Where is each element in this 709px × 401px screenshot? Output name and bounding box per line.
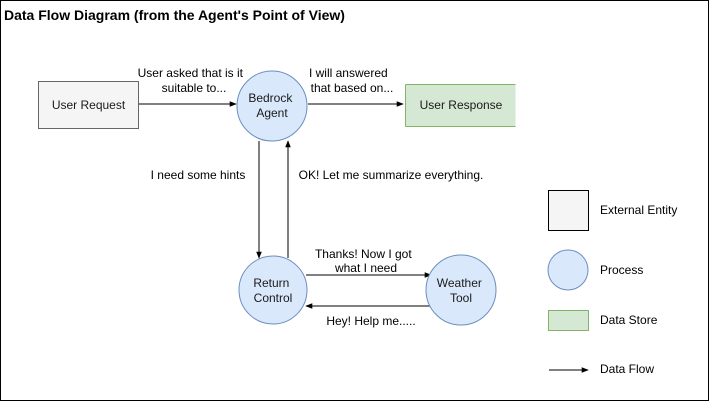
process-shape [236, 70, 308, 142]
label-thanks-line-1: Thanks! Now I got [315, 247, 412, 261]
label-request-line-2: suitable to... [162, 81, 227, 95]
label-response-line-1: I will answered [309, 66, 388, 80]
data-store-shape [405, 84, 516, 127]
external-entity-shape [38, 81, 139, 129]
label-response-line-2: that based on... [311, 81, 394, 95]
node-return-control: Return Control [238, 255, 308, 325]
legend: External Entity Process Data Store Data … [547, 190, 677, 376]
node-user-response: User Response [405, 84, 516, 127]
node-user-request-label: User Request [52, 98, 126, 112]
node-bedrock-agent-label: Bedrock Agent [248, 91, 295, 120]
node-bedrock-agent: Bedrock Agent [236, 70, 308, 142]
label-return-to-agent: OK! Let me summarize everything. [299, 168, 484, 182]
label-request-to-agent: User asked that is it suitable to... [138, 66, 247, 95]
label-return-to-tool: Thanks! Now I got what I need [315, 247, 415, 275]
label-hints-line-1: I need some hints [151, 168, 246, 182]
legend-process-label: Process [600, 263, 643, 277]
node-bedrock-line-1: Bedrock [248, 91, 293, 105]
process-shape [238, 255, 308, 325]
node-return-line-2: Control [254, 291, 293, 305]
label-summarize-line-1: OK! Let me summarize everything. [299, 168, 484, 182]
process-shape [425, 254, 497, 326]
legend-data-store-label: Data Store [600, 313, 658, 327]
label-agent-to-return: I need some hints [151, 168, 246, 182]
legend-data-flow: Data Flow [549, 362, 654, 376]
label-thanks-line-2: what I need [334, 261, 397, 275]
node-weather-line-2: Tool [450, 291, 472, 305]
node-return-control-label: Return Control [253, 276, 292, 305]
node-user-response-label: User Response [420, 98, 503, 112]
node-return-line-1: Return [253, 276, 289, 290]
legend-process-swatch [547, 249, 589, 291]
node-bedrock-line-2: Agent [256, 106, 288, 120]
node-weather-tool-label: Weather Tool [437, 276, 485, 305]
label-request-line-1: User asked that is it [138, 66, 244, 80]
diagram-title: Data Flow Diagram (from the Agent's Poin… [4, 7, 345, 23]
legend-process: Process [547, 249, 643, 291]
label-agent-to-response: I will answered that based on... [309, 66, 393, 95]
node-user-request: User Request [38, 81, 139, 129]
legend-data-store-swatch [548, 310, 589, 331]
legend-data-flow-label: Data Flow [600, 362, 654, 376]
legend-external-entity-label: External Entity [600, 203, 677, 217]
node-weather-tool: Weather Tool [425, 254, 497, 326]
legend-external-entity: External Entity [548, 190, 677, 231]
label-help-line-1: Hey! Help me..... [326, 314, 415, 328]
node-weather-line-1: Weather [437, 276, 482, 290]
legend-external-entity-swatch [548, 190, 589, 231]
label-tool-to-return: Hey! Help me..... [326, 314, 415, 328]
legend-data-store: Data Store [548, 310, 658, 331]
